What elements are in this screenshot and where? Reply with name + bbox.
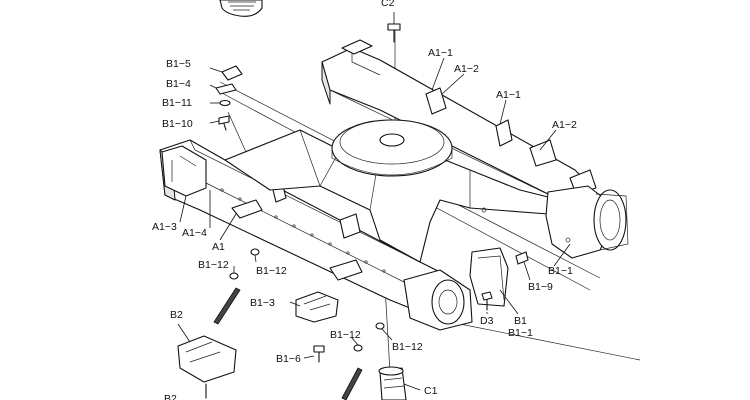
callout-b1-1-right: B1−1 — [548, 265, 573, 277]
loose-parts — [177, 23, 529, 400]
callout-c1: C1 — [424, 385, 438, 397]
callout-a1-1-top: A1−1 — [428, 47, 453, 59]
callout-a1-1-mid: A1−1 — [496, 89, 521, 101]
callout-b1-12-mid: B1−12 — [256, 265, 287, 277]
callout-b2: B2 — [170, 309, 183, 321]
callout-a1-4: A1−4 — [182, 227, 207, 239]
callout-b1-9: B1−9 — [528, 281, 553, 293]
callout-labels: C2 A1−1 A1−2 A1−1 A1−2 B1−5 B1−4 B1−11 B… — [152, 0, 577, 400]
track-frame — [159, 39, 629, 331]
callout-d3: D3 — [480, 315, 494, 327]
callout-b1-12-low: B1−12 — [330, 329, 361, 341]
callout-c2: C2 — [381, 0, 395, 9]
callout-b1-11: B1−11 — [162, 97, 192, 109]
callout-a1: A1 — [212, 241, 225, 253]
leader-lines — [177, 12, 571, 391]
callout-b1: B1 — [514, 315, 527, 327]
callout-b1-5: B1−5 — [166, 58, 191, 70]
callout-b2-cut: B2 — [164, 393, 177, 400]
callout-b1-12-left: B1−12 — [198, 259, 229, 271]
callout-b1-3: B1−3 — [250, 297, 275, 309]
callout-a1-2-right: A1−2 — [552, 119, 577, 131]
callout-b1-10: B1−10 — [162, 118, 193, 130]
direction-arrows — [213, 287, 363, 400]
callout-b1-4: B1−4 — [166, 78, 191, 90]
top-partial-part — [219, 0, 263, 17]
callout-b1-1-low: B1−1 — [508, 327, 533, 339]
callout-b1-6: B1−6 — [276, 353, 301, 365]
callout-b1-12-low2: B1−12 — [392, 341, 423, 353]
callout-a1-3: A1−3 — [152, 221, 177, 233]
callout-a1-2-top: A1−2 — [454, 63, 479, 75]
